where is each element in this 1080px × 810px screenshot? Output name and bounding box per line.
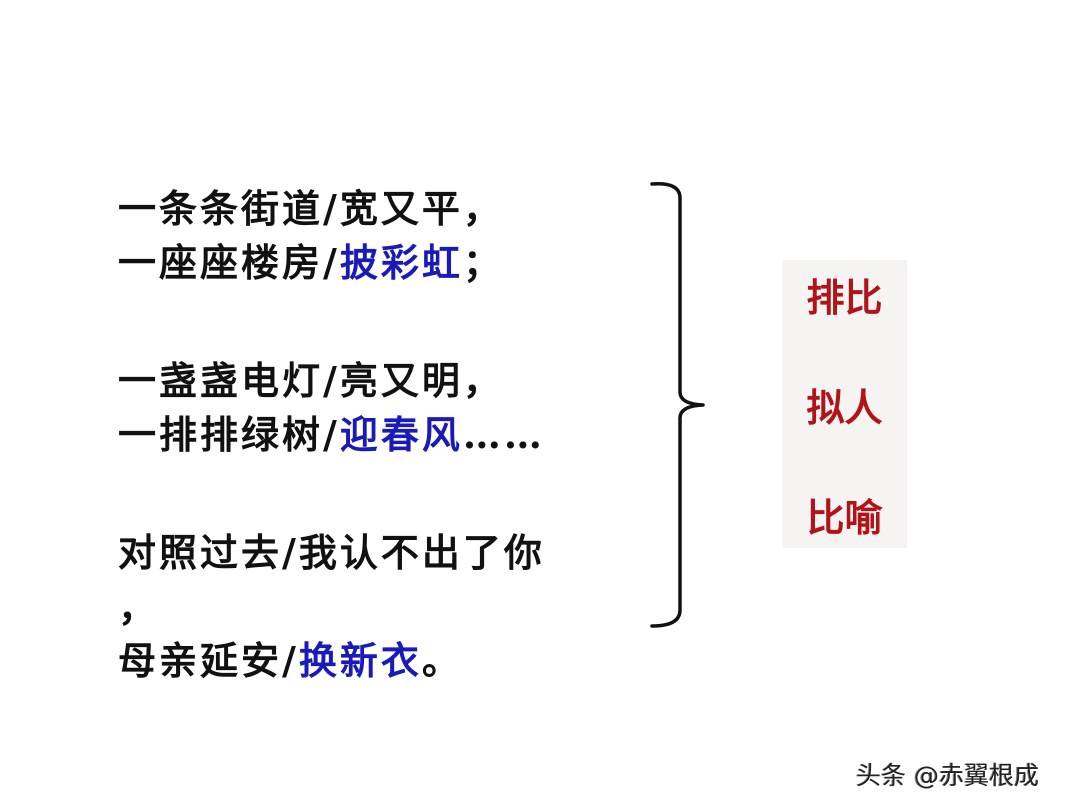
poem-line-6-highlight: 换新衣: [298, 638, 422, 683]
device-metaphor: 比喻: [806, 496, 883, 540]
poem-line-2: 一座座楼房/披彩虹；: [118, 240, 504, 286]
poem-line-5: 对照过去/我认不出了你: [118, 530, 545, 576]
rhetorical-devices-box: 排比 拟人 比喻: [782, 260, 907, 548]
device-personification: 拟人: [806, 386, 883, 430]
poem-line-4: 一排排绿树/迎春风……: [118, 412, 545, 458]
poem-line-5-comma: ，: [118, 585, 159, 631]
poem-line-6-tail: 。: [421, 638, 463, 683]
poem-line-2-tail: ；: [462, 240, 504, 285]
poem-line-6: 母亲延安/换新衣。: [118, 638, 463, 684]
watermark: 头条 @赤翼根成: [856, 761, 1039, 790]
poem-line-5-text: 对照过去/我认不出了你: [118, 530, 545, 575]
poem-line-4-tail: ……: [462, 412, 545, 457]
device-parallelism: 排比: [806, 276, 883, 320]
poem-line-5-comma-text: ，: [118, 585, 160, 630]
poem-line-4-text: 一排排绿树/: [118, 412, 340, 457]
poem-line-1: 一条条街道/宽又平，: [118, 186, 504, 232]
poem-line-1-text: 一条条街道/宽又平，: [118, 186, 504, 231]
poem-line-4-highlight: 迎春风: [339, 412, 463, 457]
poem-line-2-text: 一座座楼房/: [118, 240, 340, 285]
poem-line-3-text: 一盏盏电灯/亮又明，: [118, 358, 504, 403]
right-curly-brace-icon: [650, 182, 705, 628]
poem-line-2-highlight: 披彩虹: [339, 240, 463, 285]
poem-line-3: 一盏盏电灯/亮又明，: [118, 358, 504, 404]
poem-line-6-text: 母亲延安/: [118, 638, 299, 683]
